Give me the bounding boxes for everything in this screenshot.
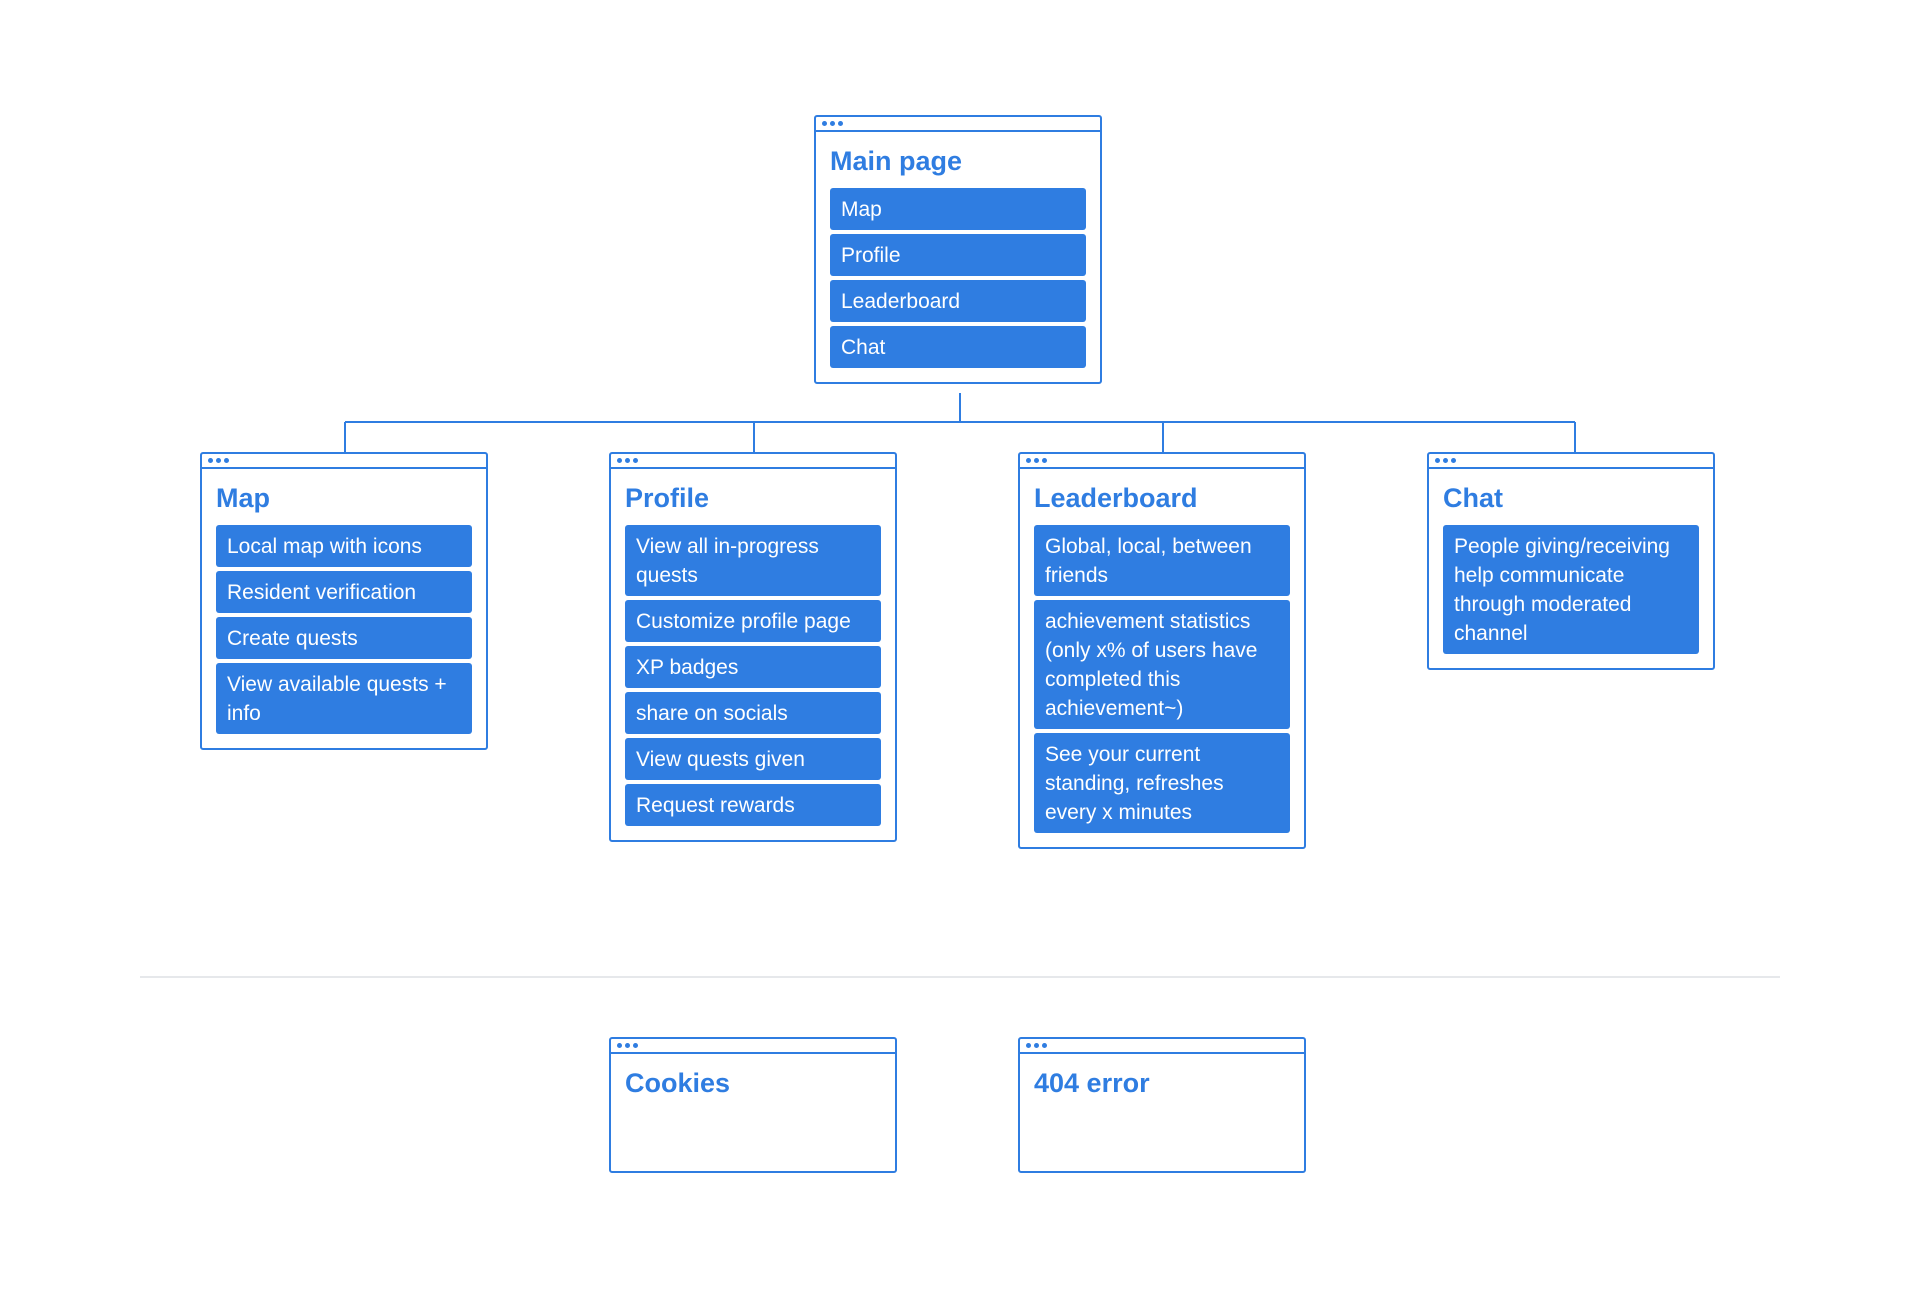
window-dots-icon xyxy=(617,1043,638,1048)
window-titlebar xyxy=(1020,1039,1304,1054)
window-dots-icon xyxy=(617,458,638,463)
profile-item: Request rewards xyxy=(625,784,881,826)
leaderboard-item: achievement statistics (only x% of users… xyxy=(1034,600,1290,729)
window-titlebar xyxy=(816,117,1100,132)
error-404-card: 404 error xyxy=(1018,1037,1306,1173)
window-dots-icon xyxy=(1026,1043,1047,1048)
main-page-items: Map Profile Leaderboard Chat xyxy=(830,188,1086,368)
map-item: View available quests + info xyxy=(216,663,472,734)
cookies-card: Cookies xyxy=(609,1037,897,1173)
chat-items: People giving/receiving help communicate… xyxy=(1443,525,1699,654)
map-item: Resident verification xyxy=(216,571,472,613)
error-404-title: 404 error xyxy=(1034,1068,1150,1098)
main-page-card: Main page Map Profile Leaderboard Chat xyxy=(814,115,1102,384)
profile-items: View all in-progress quests Customize pr… xyxy=(625,525,881,826)
main-page-item-chat: Chat xyxy=(830,326,1086,368)
chat-card: Chat People giving/receiving help commun… xyxy=(1427,452,1715,670)
profile-item: share on socials xyxy=(625,692,881,734)
map-title: Map xyxy=(216,483,270,513)
main-page-item-profile: Profile xyxy=(830,234,1086,276)
profile-title: Profile xyxy=(625,483,710,513)
window-titlebar xyxy=(1020,454,1304,469)
main-page-item-map: Map xyxy=(830,188,1086,230)
leaderboard-items: Global, local, between friends achieveme… xyxy=(1034,525,1290,833)
map-item: Local map with icons xyxy=(216,525,472,567)
section-divider xyxy=(140,976,1780,978)
leaderboard-card: Leaderboard Global, local, between frien… xyxy=(1018,452,1306,849)
window-dots-icon xyxy=(1435,458,1456,463)
profile-item: Customize profile page xyxy=(625,600,881,642)
profile-card: Profile View all in-progress quests Cust… xyxy=(609,452,897,842)
chat-title: Chat xyxy=(1443,483,1503,513)
map-items: Local map with icons Resident verificati… xyxy=(216,525,472,734)
window-titlebar xyxy=(1429,454,1713,469)
window-titlebar xyxy=(611,1039,895,1054)
chat-item: People giving/receiving help communicate… xyxy=(1443,525,1699,654)
main-page-title: Main page xyxy=(830,146,963,176)
leaderboard-title: Leaderboard xyxy=(1034,483,1198,513)
window-titlebar xyxy=(611,454,895,469)
window-dots-icon xyxy=(208,458,229,463)
map-item: Create quests xyxy=(216,617,472,659)
profile-item: View all in-progress quests xyxy=(625,525,881,596)
leaderboard-item: See your current standing, refreshes eve… xyxy=(1034,733,1290,833)
leaderboard-item: Global, local, between friends xyxy=(1034,525,1290,596)
window-dots-icon xyxy=(822,121,843,126)
cookies-title: Cookies xyxy=(625,1068,731,1098)
main-page-item-leaderboard: Leaderboard xyxy=(830,280,1086,322)
profile-item: View quests given xyxy=(625,738,881,780)
window-dots-icon xyxy=(1026,458,1047,463)
profile-item: XP badges xyxy=(625,646,881,688)
map-card: Map Local map with icons Resident verifi… xyxy=(200,452,488,750)
window-titlebar xyxy=(202,454,486,469)
